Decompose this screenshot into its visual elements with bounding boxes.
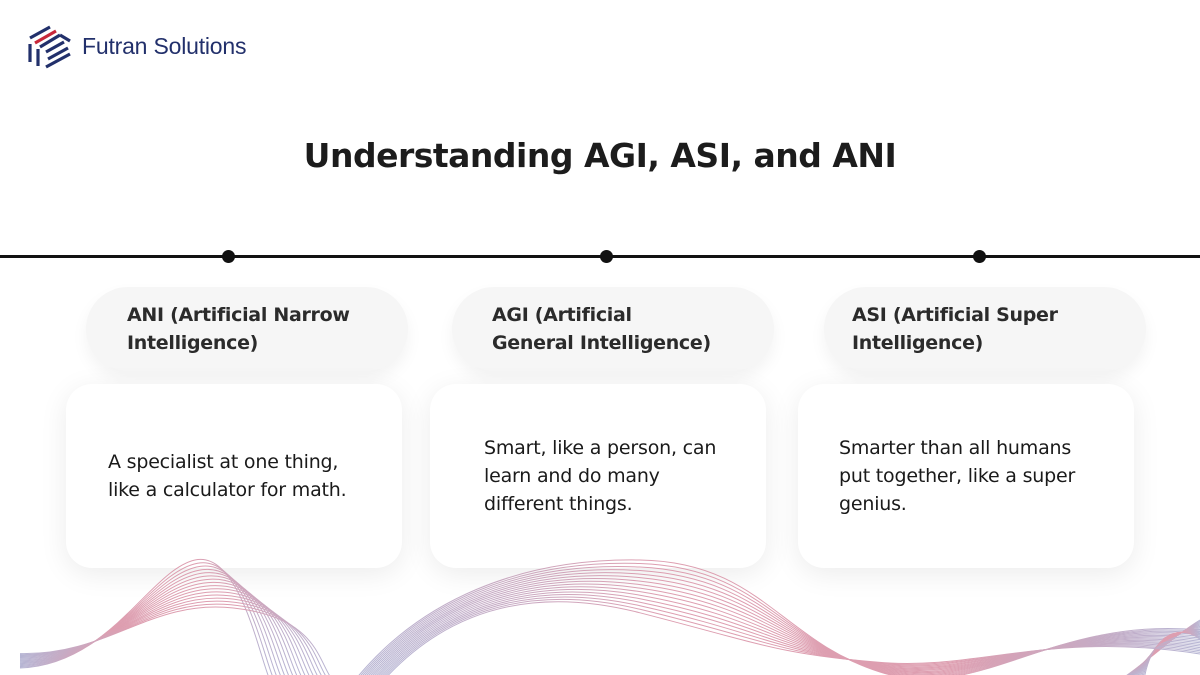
stage-label-agi: AGI (Artificial General Intelligence): [452, 287, 774, 371]
stage-label-asi: ASI (Artificial Super Intelligence): [824, 287, 1146, 371]
stage-label-line: General Intelligence): [492, 332, 711, 354]
page-title: Understanding AGI, ASI, and ANI: [303, 136, 897, 175]
stage-label-line: Intelligence): [852, 332, 984, 354]
stage-card-asi: Smarter than all humans put together, li…: [798, 384, 1134, 568]
stage-description: A specialist at one thing, like a calcul…: [108, 451, 347, 501]
stage-description: Smarter than all humans put together, li…: [839, 437, 1076, 515]
stage-label-ani: ANI (Artificial Narrow Intelligence): [86, 287, 408, 371]
stage-label-line: Intelligence): [127, 332, 259, 354]
stage-description: Smart, like a person, can learn and do m…: [484, 437, 717, 515]
stage-card-ani: A specialist at one thing, like a calcul…: [66, 384, 402, 568]
stage-label-line: AGI (Artificial: [492, 304, 632, 326]
brand-name: Futran Solutions: [82, 32, 247, 59]
stage-card-agi: Smart, like a person, can learn and do m…: [430, 384, 766, 568]
timeline-dot-asi: [973, 250, 986, 263]
brand-logo: Futran Solutions: [26, 22, 246, 70]
stage-label-line: ANI (Artificial Narrow: [127, 304, 350, 326]
futran-hexagon-logo-icon: [28, 25, 71, 69]
stage-label-line: ASI (Artificial Super: [852, 304, 1058, 326]
timeline-dot-agi: [600, 250, 613, 263]
timeline-dot-ani: [222, 250, 235, 263]
